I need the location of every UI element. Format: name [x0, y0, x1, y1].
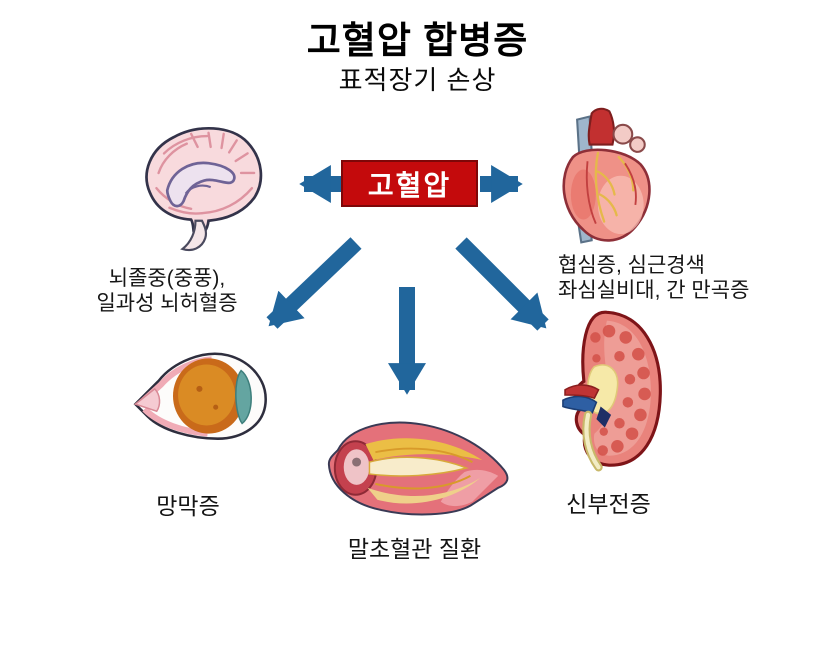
page-subtitle: 표적장기 손상: [338, 65, 497, 95]
eye-label: 망막증: [156, 493, 220, 519]
heart-caption-line1: 협심증, 심근경색: [558, 254, 705, 277]
brain-caption-line2: 일과성 뇌허혈증: [96, 292, 238, 315]
heart-caption-line2: 좌심실비대, 간 만곡증: [558, 279, 750, 302]
eye-icon: [133, 352, 267, 440]
hypertension-box: 고혈압: [341, 160, 478, 207]
page-title: 고혈압 합병증: [306, 20, 529, 61]
kidney-label: 신부전증: [566, 491, 651, 517]
arrow-to-kidney: [455, 237, 549, 331]
brain-caption: 뇌졸중(중풍), 일과성 뇌허혈증: [72, 266, 262, 316]
vessel-label: 말초혈관 질환: [347, 536, 482, 562]
heart-icon: [562, 107, 651, 244]
brain-icon: [145, 127, 263, 252]
brain-caption-line1: 뇌졸중(중풍),: [108, 267, 226, 290]
arrow-to-eye: [266, 237, 362, 329]
blood-vessel-icon: [327, 421, 509, 516]
heart-caption: 협심증, 심근경색 좌심실비대, 간 만곡증: [558, 253, 808, 303]
kidney-icon: [562, 310, 662, 472]
hypertension-box-label: 고혈압: [367, 169, 452, 201]
